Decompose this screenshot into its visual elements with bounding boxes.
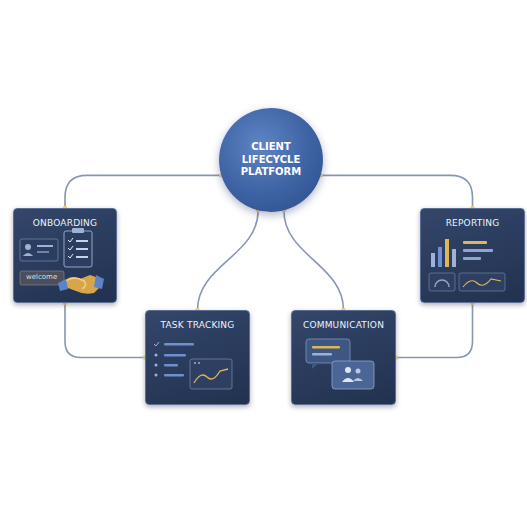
module-card: ONBOARDING welcome bbox=[13, 208, 117, 303]
card-title: ONBOARDING bbox=[14, 209, 116, 228]
connector-line bbox=[321, 175, 473, 208]
module-card: TASK TRACKING bbox=[145, 310, 250, 405]
connector-line bbox=[65, 303, 145, 358]
card-title: TASK TRACKING bbox=[146, 311, 249, 330]
card-title: COMMUNICATION bbox=[292, 311, 395, 330]
connector-line bbox=[284, 210, 344, 310]
module-card: REPORTING bbox=[420, 208, 525, 303]
hub-circle: CLIENT LIFECYCLE PLATFORM bbox=[219, 108, 323, 212]
module-card: COMMUNICATION bbox=[291, 310, 396, 405]
badge-label: welcome bbox=[26, 273, 57, 281]
connector-line bbox=[198, 210, 259, 310]
card-title: REPORTING bbox=[421, 209, 524, 228]
connector-line bbox=[65, 175, 221, 208]
connector-line bbox=[396, 303, 473, 358]
hub-title: CLIENT LIFECYCLE PLATFORM bbox=[232, 141, 310, 179]
